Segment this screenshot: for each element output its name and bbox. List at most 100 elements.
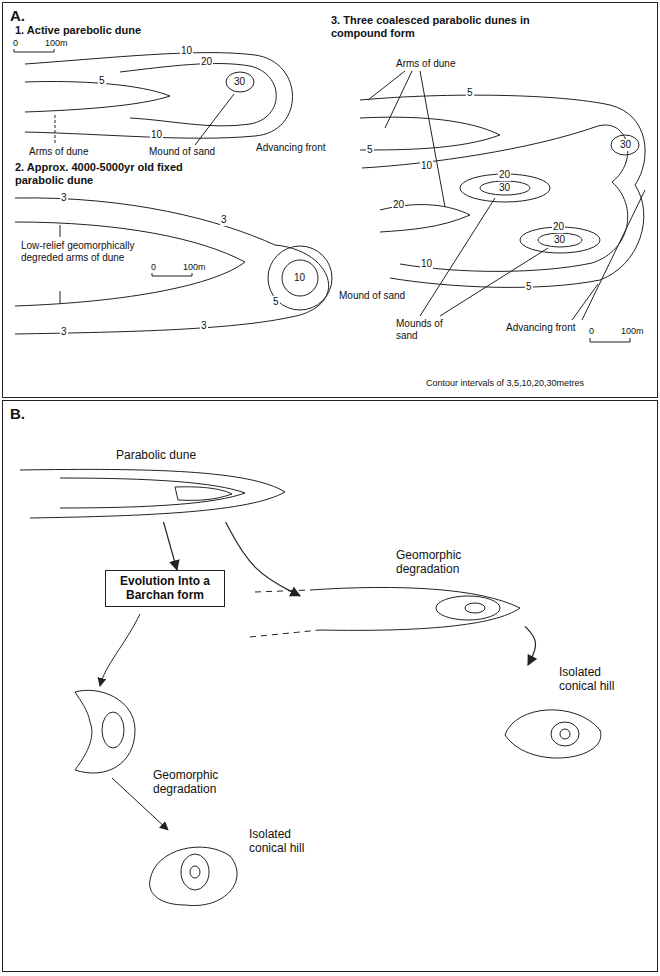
dune-contour (360, 95, 645, 287)
stage-label: Parabolic dune (115, 448, 237, 462)
degraded-dune-sketch (465, 603, 485, 613)
leader-line (60, 291, 61, 303)
dune-contour (480, 181, 530, 195)
annotation: Arms of dune (395, 58, 456, 70)
barchan-sketch (102, 712, 124, 748)
dune-contour (360, 117, 500, 150)
panel-letter: B. (9, 405, 26, 423)
leader-line (420, 198, 495, 316)
dune-stage: Isolated conical hill (500, 665, 640, 770)
dune-stage: Parabolic dune (15, 448, 285, 522)
dune-contour (25, 53, 293, 139)
dune-contour (611, 135, 639, 155)
annotation: Low-relief geomorphically degreded arms … (20, 240, 137, 264)
conical-hill-sketch (560, 729, 570, 739)
degraded-dune-sketch (250, 630, 320, 637)
contour-value: 10 (420, 160, 433, 172)
conical-hill-sketch (505, 710, 601, 758)
contour-value: 3 (220, 214, 228, 226)
scale-label: 0 (12, 38, 19, 49)
annotation: Mound of sand (148, 146, 216, 158)
dune-contour (25, 53, 293, 139)
panel-letter: A. (9, 7, 26, 25)
contour-value: 5 (366, 144, 374, 156)
dune-title: 2. Approx. 4000-5000yr old fixed parabol… (14, 161, 196, 187)
panel: B.Parabolic duneGeomorphic degradationIs… (2, 400, 658, 972)
scale-label: 0 (588, 326, 595, 337)
contour-value: 20 (498, 169, 511, 181)
scale-bar (14, 48, 630, 342)
annotation: Arms of dune (28, 146, 89, 158)
dune-contour (15, 198, 332, 334)
stage-label: Isolated conical hill (248, 827, 322, 856)
dune-sketch (20, 469, 285, 518)
dune-contour (360, 95, 645, 287)
leader-line (55, 115, 56, 143)
contour-value: 30 (498, 182, 511, 194)
dune-title: 1. Active parebolic dune (14, 24, 142, 37)
leader-line (582, 190, 645, 320)
dune-contour (362, 125, 628, 271)
leader-line (420, 71, 445, 207)
dune-title: 3. Three coalesced parabolic dunes in co… (330, 14, 567, 40)
box-text: Evolution Into a Barchan form (111, 574, 219, 603)
contour-value: 30 (619, 139, 632, 151)
leader-line (60, 225, 61, 237)
contour-value: 10 (420, 258, 433, 270)
scale-label: 100m (182, 262, 207, 273)
dune-contour (282, 260, 318, 296)
panel: A. (2, 2, 658, 398)
dune-sketch (20, 469, 285, 518)
contour-value: 10 (180, 45, 193, 57)
flow-arrow (525, 626, 536, 665)
annotation: Mounds of sand (395, 318, 447, 342)
contour-value: 5 (272, 296, 280, 308)
conical-hill-sketch (181, 854, 209, 890)
conical-hill-sketch (505, 710, 601, 758)
leader-line (55, 71, 645, 320)
scale-label: 100m (620, 326, 645, 337)
contour-value: 20 (552, 221, 565, 233)
contour-value: 20 (200, 56, 213, 68)
conical-hill-sketch (150, 847, 237, 905)
annotation: Mound of sand (338, 290, 406, 302)
process-box: Evolution Into a Barchan form (105, 570, 225, 607)
flow-arrow (164, 522, 178, 570)
conical-hill-sketch (150, 847, 237, 905)
dune-contour (120, 64, 276, 126)
barchan-sketch (75, 690, 135, 773)
flow-arrow (100, 614, 140, 686)
dune-contour (226, 72, 254, 92)
dune-contour (268, 246, 332, 310)
annotation: Advancing front (505, 322, 577, 334)
degraded-dune-sketch (250, 587, 520, 637)
dune-sketch (60, 478, 245, 508)
conical-hill-sketch (551, 722, 579, 746)
degraded-dune-sketch (310, 587, 520, 630)
contour-value: 5 (98, 75, 106, 87)
contour-value: 3 (60, 192, 68, 204)
dune-contour (15, 222, 245, 306)
leader-line (440, 248, 548, 316)
annotation: Advancing front (255, 142, 327, 154)
contour-value: 10 (293, 272, 306, 284)
contour-note: Contour intervals of 3,5,10,20,30metres (425, 378, 585, 389)
barchan-sketch (75, 690, 135, 773)
degraded-dune-sketch (255, 590, 310, 592)
contour-value: 5 (525, 281, 533, 293)
contour-value: 3 (200, 320, 208, 332)
arrow-label: Geomorphic degradation (152, 768, 234, 797)
flow-arrow (226, 522, 300, 596)
dune-contour (15, 198, 329, 334)
contour-value: 10 (150, 129, 163, 141)
contour-value: 3 (60, 326, 68, 338)
conical-hill-sketch (190, 866, 200, 878)
flow-arrow (100, 614, 168, 830)
contour-value: 30 (233, 76, 246, 88)
dune-sketch (175, 487, 232, 501)
stage-label: Isolated conical hill (558, 665, 636, 694)
leader-line (195, 94, 234, 145)
